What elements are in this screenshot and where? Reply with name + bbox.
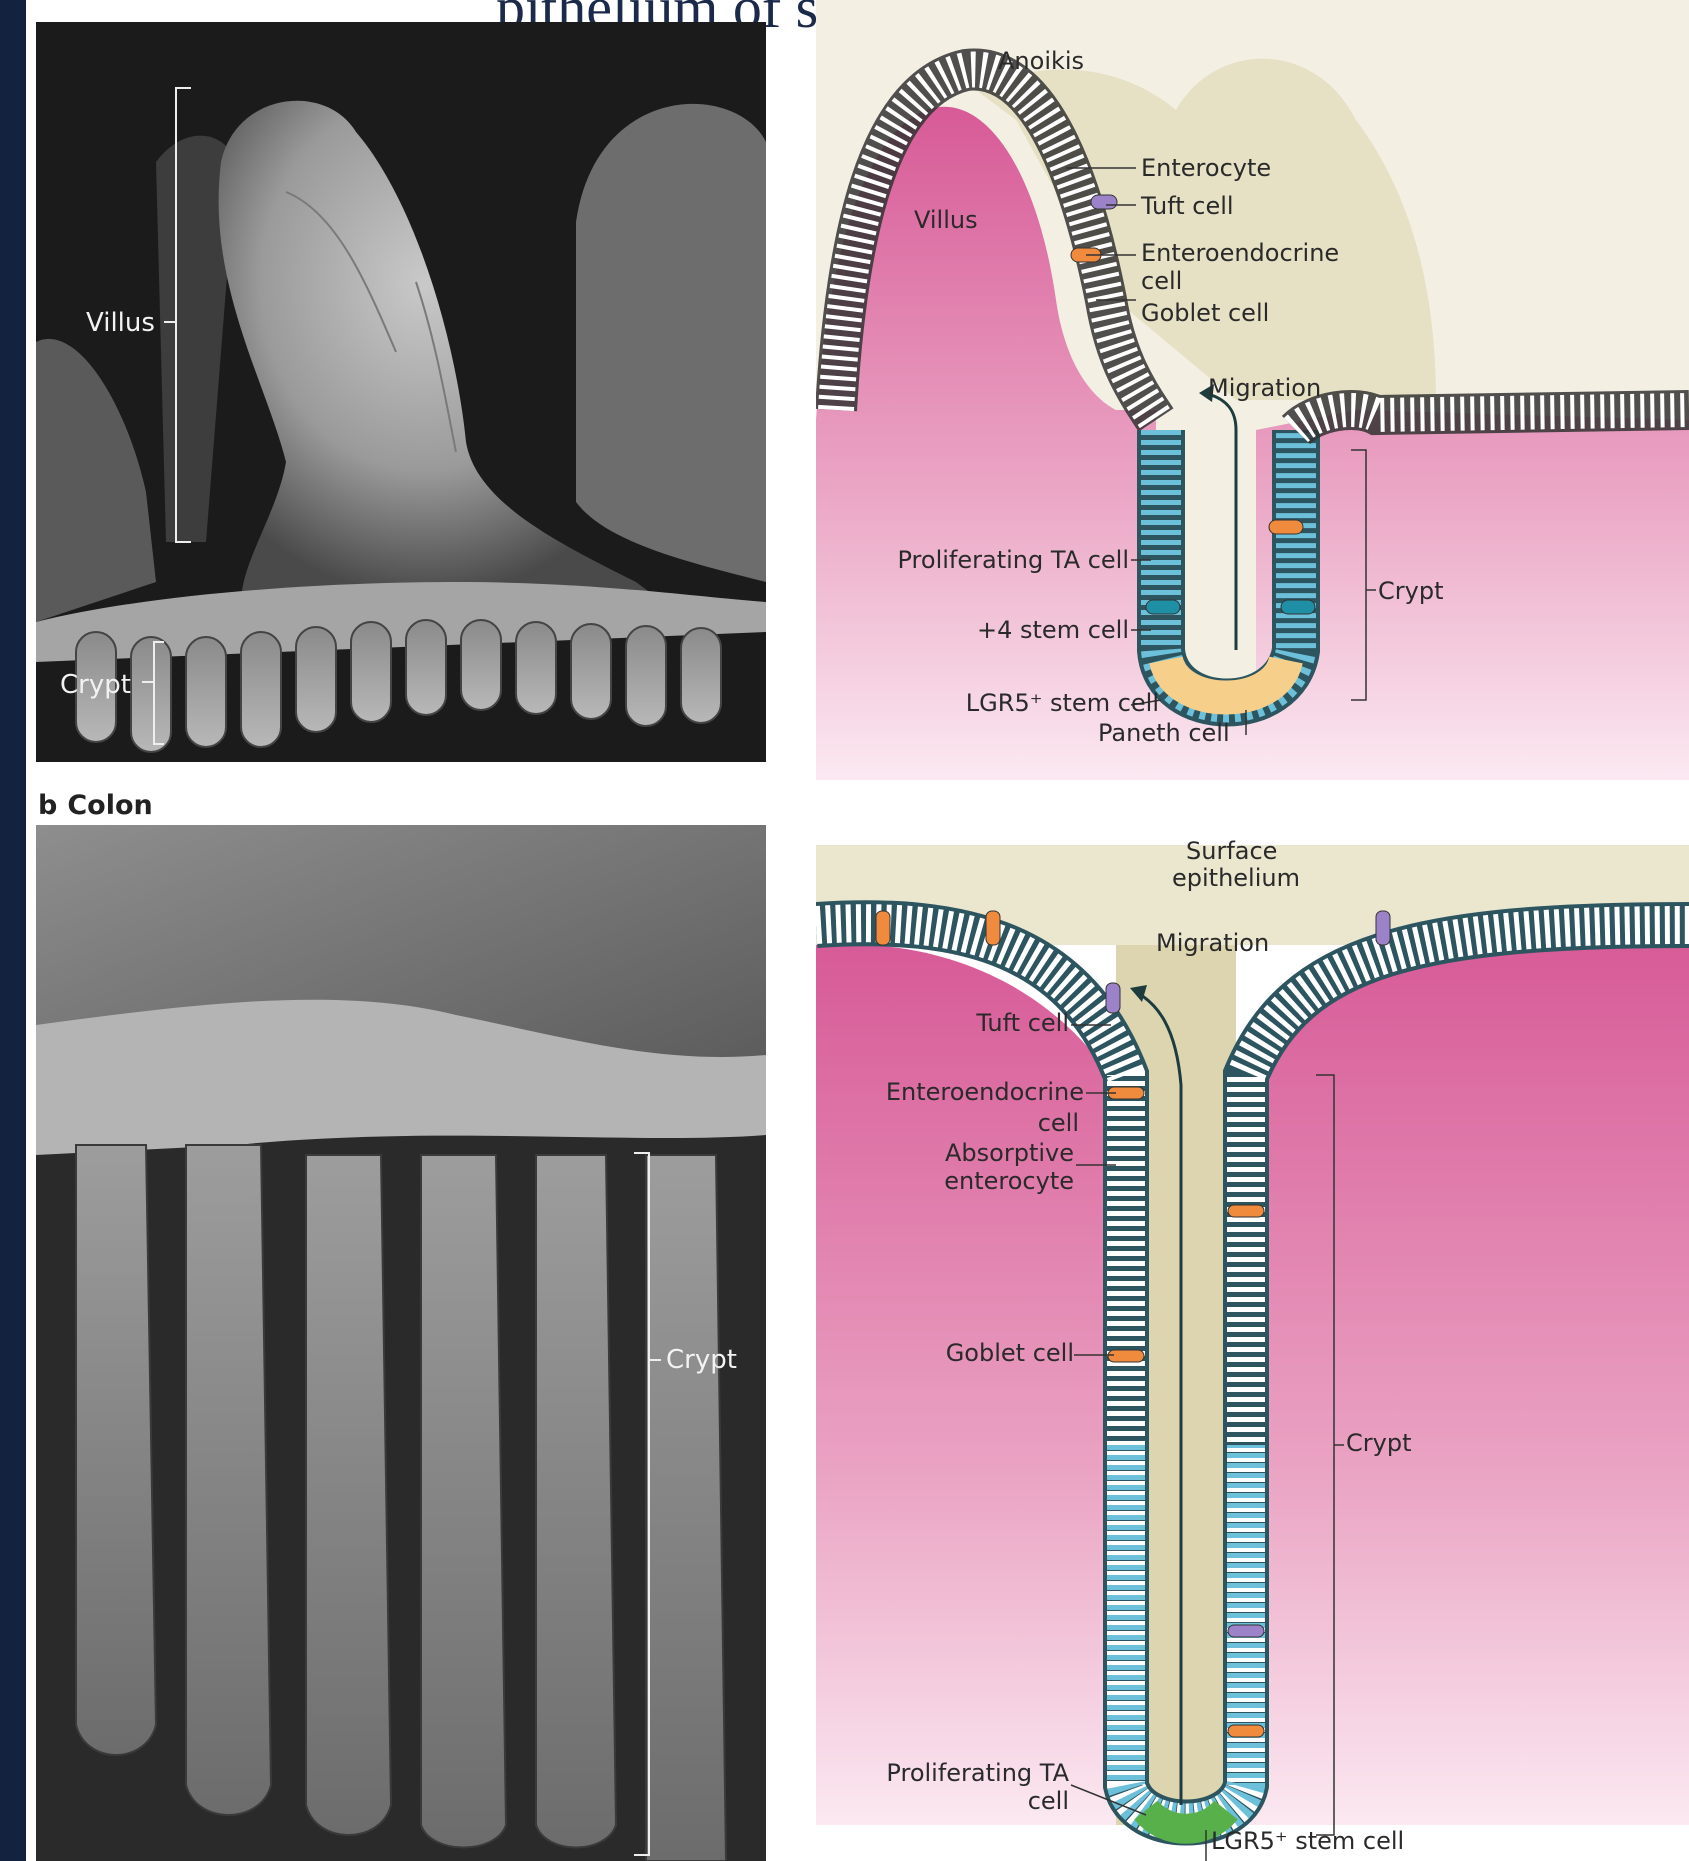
label-tuft-cell-colon: Tuft cell xyxy=(976,1010,1069,1038)
label-surface-epithelium-1: Surface xyxy=(1186,838,1277,866)
panel-b-title: Colon xyxy=(67,790,152,821)
label-proliferating-ta-colon: Proliferating TA xyxy=(886,1760,1069,1788)
colon-sem-photo: Crypt xyxy=(36,825,766,1861)
label-absorptive: Absorptive xyxy=(945,1140,1074,1168)
label-proliferating-ta-cell: Proliferating TA cell xyxy=(898,547,1130,575)
photo-a-villus-label: Villus xyxy=(86,308,155,338)
left-edge-bar xyxy=(0,0,26,1861)
label-enterocyte: Enterocyte xyxy=(1141,155,1271,183)
colon-sem-texture xyxy=(36,825,766,1861)
label-tuft-cell: Tuft cell xyxy=(1141,193,1234,221)
small-intestine-sem-photo: Villus Crypt xyxy=(36,22,766,762)
label-enteroendocrine: Enteroendocrine xyxy=(1141,240,1339,268)
label-crypt: Crypt xyxy=(1378,578,1443,606)
label-enteroendocrine-cell-colon: cell xyxy=(1038,1110,1079,1138)
label-lgr5-stem-cell: LGR5⁺ stem cell xyxy=(966,690,1159,718)
photo-b-crypt-label: Crypt xyxy=(666,1345,737,1375)
slide-canvas: pithelium of small intestine and colon xyxy=(26,0,1689,1861)
label-crypt-colon: Crypt xyxy=(1346,1430,1411,1458)
photo-a-crypt-label: Crypt xyxy=(60,670,131,700)
small-intestine-diagram: Anoikis Villus Enterocyte Tuft cell Ente… xyxy=(816,0,1689,780)
label-anoikis: Anoikis xyxy=(998,48,1084,76)
label-goblet-cell-colon: Goblet cell xyxy=(946,1340,1074,1368)
label-migration-colon: Migration xyxy=(1156,930,1269,958)
label-enteroendocrine-cell: cell xyxy=(1141,268,1182,296)
label-plus4-stem-cell: +4 stem cell xyxy=(977,617,1129,645)
label-migration: Migration xyxy=(1208,375,1321,403)
colon-diagram: Surface epithelium Migration Tuft cell E… xyxy=(816,825,1689,1861)
small-intestine-sem-texture xyxy=(36,22,766,762)
label-proliferating-ta-cell-colon: cell xyxy=(1028,1788,1069,1816)
label-enteroendocrine-colon: Enteroendocrine xyxy=(886,1079,1084,1107)
label-surface-epithelium-2: epithelium xyxy=(1172,865,1300,893)
panel-b-heading: b Colon xyxy=(38,790,153,821)
panel-b-letter: b xyxy=(38,790,57,821)
label-paneth-cell: Paneth cell xyxy=(1098,720,1230,748)
label-absorptive-enterocyte: enterocyte xyxy=(944,1168,1074,1196)
label-lgr5-stem-cell-colon: LGR5⁺ stem cell xyxy=(1211,1828,1404,1856)
label-villus: Villus xyxy=(914,207,978,235)
label-goblet-cell: Goblet cell xyxy=(1141,300,1269,328)
